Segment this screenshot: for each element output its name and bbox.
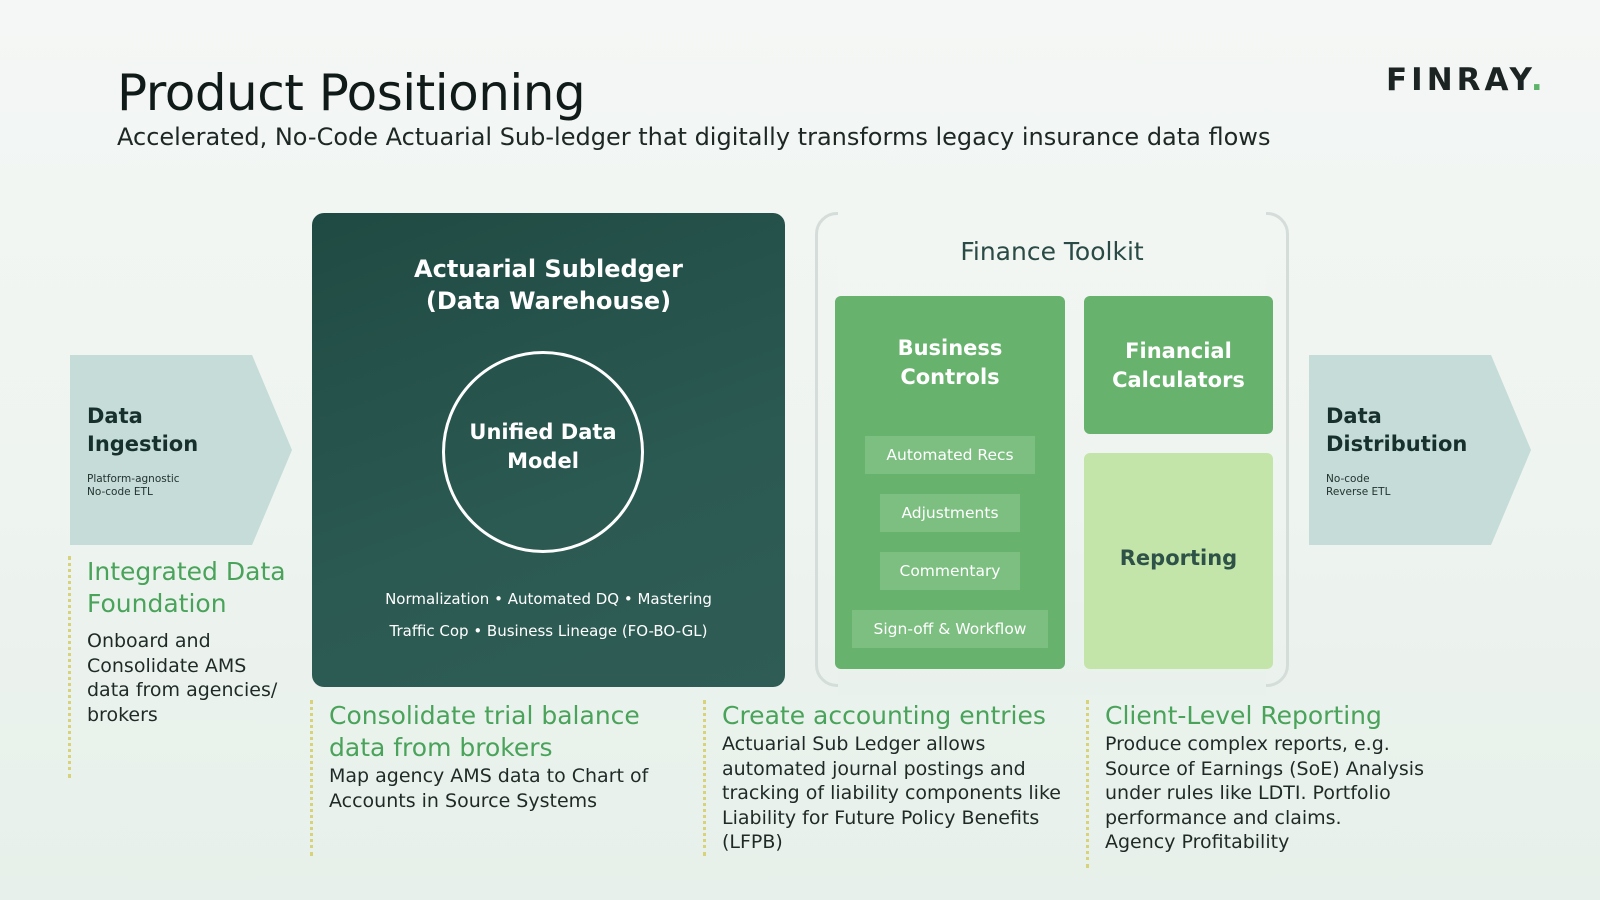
data-distribution-subtitle: No-code Reverse ETL [1326, 473, 1391, 498]
business-controls-title: Business Controls [897, 336, 1003, 389]
chip-commentary: Commentary [880, 552, 1020, 590]
page-subtitle: Accelerated, No-Code Actuarial Sub-ledge… [117, 123, 1271, 151]
column-body: Onboard and Consolidate AMS data from ag… [87, 630, 278, 726]
data-ingestion-subtitle: Platform-agnostic No-code ETL [87, 473, 180, 498]
finray-logo: FINRAY. [1386, 62, 1547, 98]
column-client-level-reporting: Client-Level Reporting Produce complex r… [1086, 700, 1566, 868]
logo-dot: . [1530, 62, 1547, 98]
column-heading: Client-Level Reporting [1105, 701, 1382, 730]
financial-calculators-card: Financial Calculators [1084, 296, 1273, 434]
actuarial-subledger-title: Actuarial Subledger (Data Warehouse) [414, 255, 683, 315]
column-body: Map agency AMS data to Chart of Accounts… [329, 765, 649, 812]
finance-toolkit-title: Finance Toolkit [960, 237, 1144, 266]
business-controls-card: Business Controls Automated Recs Adjustm… [835, 296, 1065, 669]
chip-automated-recs: Automated Recs [865, 436, 1035, 474]
data-ingestion-arrow: Data Ingestion Platform-agnostic No-code… [70, 355, 292, 545]
warehouse-features-line-2: Traffic Cop • Business Lineage (FO-BO-GL… [389, 622, 708, 640]
chip-sign-off-workflow: Sign-off & Workflow [852, 610, 1048, 648]
unified-data-model-label: Unified Data Model [469, 420, 617, 473]
column-integrated-data-foundation: Integrated Data Foundation Onboard and C… [68, 556, 308, 778]
financial-calculators-title: Financial Calculators [1112, 339, 1245, 392]
data-distribution-title: Data Distribution [1326, 404, 1468, 456]
reporting-card: Reporting [1084, 453, 1273, 669]
column-consolidate-trial-balance: Consolidate trial balance data from brok… [310, 700, 690, 856]
column-create-accounting-entries: Create accounting entries Actuarial Sub … [703, 700, 1083, 856]
reporting-title: Reporting [1119, 546, 1238, 570]
column-heading: Create accounting entries [722, 701, 1046, 730]
column-heading: Consolidate trial balance data from brok… [329, 701, 640, 762]
data-distribution-arrow: Data Distribution No-code Reverse ETL [1309, 355, 1531, 545]
column-body: Produce complex reports, e.g. Source of … [1105, 733, 1424, 853]
actuarial-subledger-box: Actuarial Subledger (Data Warehouse) Uni… [312, 213, 785, 687]
warehouse-features-line-1: Normalization • Automated DQ • Mastering [385, 590, 712, 608]
unified-data-model-circle: Unified Data Model [442, 351, 644, 553]
logo-text: FINRAY [1386, 62, 1531, 98]
page-title: Product Positioning [117, 64, 586, 122]
column-body: Actuarial Sub Ledger allows automated jo… [722, 733, 1061, 853]
column-heading: Integrated Data Foundation [87, 557, 286, 618]
chip-adjustments: Adjustments [880, 494, 1020, 532]
data-ingestion-title: Data Ingestion [87, 404, 199, 456]
